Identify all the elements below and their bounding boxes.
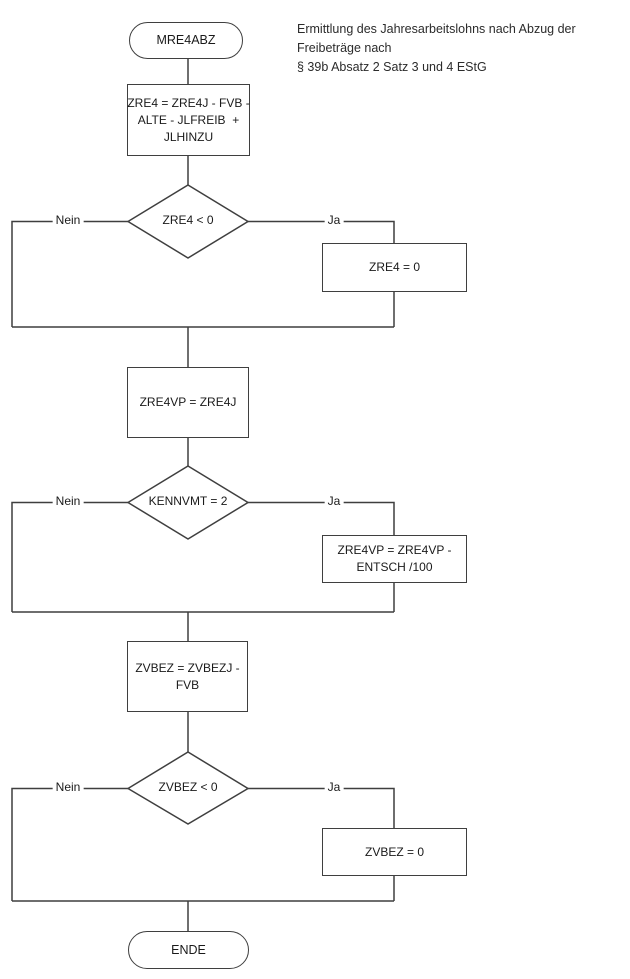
process-text-line: ZRE4 = ZRE4J - FVB - bbox=[127, 95, 250, 110]
end-terminator: ENDE bbox=[128, 931, 249, 969]
process-text-line: JLHINZU bbox=[163, 129, 214, 144]
connector-kennvmt-ja bbox=[248, 501, 395, 535]
branch-label-ja-zre4: Ja bbox=[324, 213, 344, 227]
connector-zvbez-ja bbox=[248, 787, 395, 828]
process-text-line: ZRE4 = 0 bbox=[368, 260, 421, 274]
process-set-zvbez-zero: ZVBEZ = 0 bbox=[322, 828, 467, 876]
connector-zre4-ja bbox=[248, 220, 395, 243]
process-text-line: ZRE4VP = ZRE4J bbox=[139, 395, 237, 409]
decision-zre4-label: ZRE4 < 0 bbox=[162, 213, 214, 227]
diagram-title-line: § 39b Absatz 2 Satz 3 und 4 EStG bbox=[297, 60, 487, 74]
decision-kennvmt-label: KENNVMT = 2 bbox=[148, 494, 228, 508]
process-assign-zre4: ZRE4 = ZRE4J - FVB - ALTE - JLFREIB + JL… bbox=[127, 84, 250, 156]
process-text-line: ZRE4VP = ZRE4VP - bbox=[337, 543, 452, 557]
diagram-title-line: Ermittlung des Jahresarbeitslohns nach A… bbox=[297, 22, 576, 36]
end-label: ENDE bbox=[171, 942, 206, 957]
process-set-zre4vp: ZRE4VP = ZRE4VP - ENTSCH /100 bbox=[322, 535, 467, 583]
process-text-line: ALTE - JLFREIB + bbox=[137, 112, 240, 127]
connector-kennvmt-nein bbox=[11, 501, 128, 612]
connector-zre4-nein bbox=[11, 220, 128, 327]
process-assign-zvbez: ZVBEZ = ZVBEZJ - FVB bbox=[127, 641, 248, 712]
process-text-line: ZVBEZ = 0 bbox=[364, 844, 425, 859]
branch-label-nein-kennvmt: Nein bbox=[52, 494, 84, 508]
start-label: MRE4ABZ bbox=[156, 33, 216, 47]
branch-label-ja-zvbez: Ja bbox=[324, 780, 344, 794]
diagram-title-line: Freibeträge nach bbox=[297, 41, 392, 55]
process-set-zre4-zero: ZRE4 = 0 bbox=[322, 243, 467, 292]
branch-label-nein-zre4: Nein bbox=[52, 213, 84, 227]
diagram-title: Ermittlung des Jahresarbeitslohns nach A… bbox=[297, 20, 607, 77]
decision-zvbez-label: ZVBEZ < 0 bbox=[158, 780, 218, 794]
branch-label-ja-kennvmt: Ja bbox=[324, 494, 344, 508]
process-text-line: ENTSCH /100 bbox=[356, 560, 433, 574]
process-text-line: FVB bbox=[175, 677, 200, 692]
process-text-line: ZVBEZ = ZVBEZJ - bbox=[135, 660, 240, 675]
start-terminator: MRE4ABZ bbox=[129, 22, 243, 59]
branch-label-nein-zvbez: Nein bbox=[52, 780, 84, 794]
process-assign-zre4vp: ZRE4VP = ZRE4J bbox=[127, 367, 249, 438]
connector-zvbez-nein bbox=[11, 787, 128, 901]
